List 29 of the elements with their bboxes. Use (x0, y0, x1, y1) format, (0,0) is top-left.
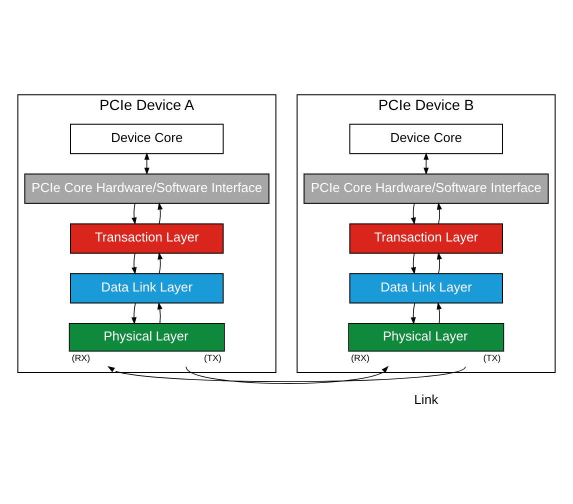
node-box: PCIe Core Hardware/Software Interface (24, 174, 270, 204)
arrow (132, 252, 137, 275)
arrow (144, 152, 150, 176)
label: Link (414, 392, 438, 408)
arrow (410, 302, 416, 325)
node-box: Transaction Layer (70, 223, 224, 254)
arrow (436, 252, 442, 274)
node-label: (TX) (204, 352, 222, 363)
node-box: Transaction Layer (349, 223, 503, 254)
arrow (107, 366, 466, 382)
arrow (410, 203, 416, 225)
arrow (131, 302, 137, 325)
arrow (436, 302, 442, 324)
arrow (157, 302, 162, 324)
node-label: (RX) (72, 352, 90, 363)
arrow (410, 252, 416, 275)
arrow (132, 203, 137, 225)
node-box: PCIe Core Hardware/Software Interface (304, 174, 549, 204)
node-box: Device Core (349, 124, 503, 154)
arrow (436, 202, 442, 224)
node-label: (RX) (351, 352, 370, 363)
arrow (158, 252, 163, 274)
arrow (424, 152, 429, 176)
node-box: Data Link Layer (349, 273, 503, 304)
node-label: (TX) (483, 352, 501, 363)
node-box: Data Link Layer (70, 273, 224, 304)
arrow (158, 202, 163, 224)
arrow (186, 366, 389, 384)
node-box: Device Core (70, 124, 224, 154)
